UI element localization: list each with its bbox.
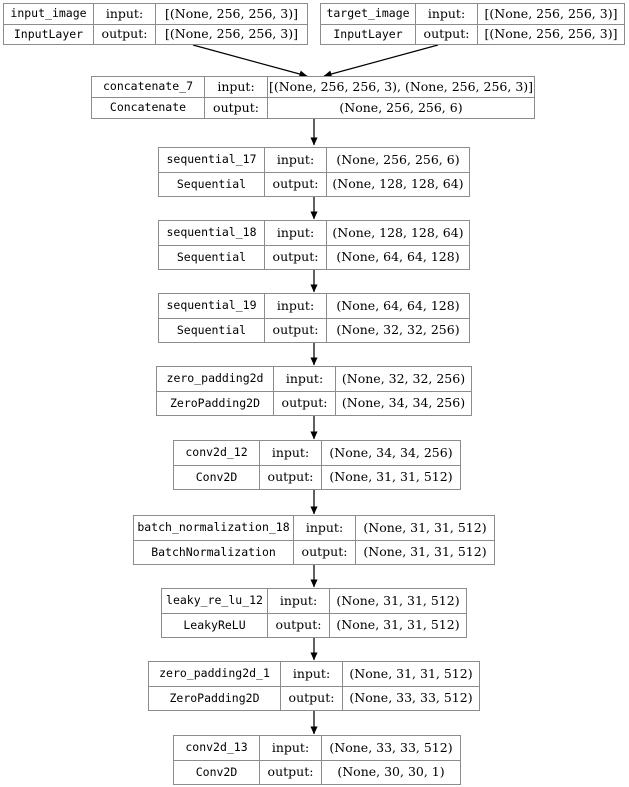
node-sequential_18-class: Sequential <box>159 245 265 269</box>
node-concatenate_7-output-label: output: <box>205 98 268 118</box>
node-zero_padding2d_1-output-label: output: <box>281 686 343 710</box>
node-sequential_18-input-label: input: <box>265 221 327 245</box>
node-zero_padding2d_1[interactable]: zero_padding2d_1 input: (None, 31, 31, 5… <box>148 661 480 711</box>
node-conv2d_13-class: Conv2D <box>174 760 260 784</box>
node-sequential_19-input-shape: (None, 64, 64, 128) <box>336 297 460 313</box>
node-target_image-class: InputLayer <box>321 24 416 44</box>
node-conv2d_13-input-shape: (None, 33, 33, 512) <box>329 739 453 755</box>
node-leaky_re_lu_12-output-shape: (None, 31, 31, 512) <box>336 617 460 632</box>
node-sequential_17[interactable]: sequential_17 input: (None, 256, 256, 6)… <box>158 147 470 197</box>
node-batch_normalization_18-output-label: output: <box>294 540 356 564</box>
node-conv2d_12-input-label: input: <box>260 441 322 465</box>
node-zero_padding2d-input-label: input: <box>274 367 336 391</box>
node-leaky_re_lu_12-name: leaky_re_lu_12 <box>162 589 268 613</box>
node-conv2d_13[interactable]: conv2d_13 input: (None, 33, 33, 512) Con… <box>173 735 461 785</box>
edge-input_image-to-concatenate_7 <box>192 44 308 78</box>
node-sequential_19-class: Sequential <box>159 318 265 342</box>
node-batch_normalization_18[interactable]: batch_normalization_18 input: (None, 31,… <box>133 515 495 565</box>
node-zero_padding2d_1-input-shape: (None, 31, 31, 512) <box>349 665 473 681</box>
node-input_image-name: input_image <box>4 4 94 24</box>
node-batch_normalization_18-class: BatchNormalization <box>134 540 294 564</box>
node-sequential_19-output-label: output: <box>265 318 327 342</box>
node-zero_padding2d_1-name: zero_padding2d_1 <box>149 662 281 686</box>
node-target_image-input-label: input: <box>416 4 478 24</box>
node-sequential_17-name: sequential_17 <box>159 148 265 172</box>
node-concatenate_7-name: concatenate_7 <box>92 77 205 97</box>
node-conv2d_12-output-shape: (None, 31, 31, 512) <box>329 469 453 484</box>
node-sequential_18-name: sequential_18 <box>159 221 265 245</box>
node-batch_normalization_18-input-shape: (None, 31, 31, 512) <box>363 519 487 535</box>
node-zero_padding2d-output-shape: (None, 34, 34, 256) <box>341 395 466 410</box>
node-conv2d_13-output-shape: (None, 30, 30, 1) <box>337 764 445 779</box>
node-leaky_re_lu_12-output-label: output: <box>268 613 330 637</box>
node-sequential_17-input-shape: (None, 256, 256, 6) <box>336 151 460 167</box>
node-sequential_19-output-shape: (None, 32, 32, 256) <box>336 322 460 337</box>
node-conv2d_13-input-label: input: <box>260 736 322 760</box>
node-sequential_19-name: sequential_19 <box>159 294 265 318</box>
node-target_image-name: target_image <box>321 4 416 24</box>
node-zero_padding2d_1-input-label: input: <box>281 662 343 686</box>
node-conv2d_13-output-label: output: <box>260 760 322 784</box>
node-sequential_17-output-shape: (None, 128, 128, 64) <box>332 176 464 191</box>
node-concatenate_7-output-shape: (None, 256, 256, 6) <box>339 99 463 115</box>
node-conv2d_12[interactable]: conv2d_12 input: (None, 34, 34, 256) Con… <box>173 440 461 490</box>
node-target_image-input-shape: [(None, 256, 256, 3)] <box>484 5 618 21</box>
node-zero_padding2d[interactable]: zero_padding2d input: (None, 32, 32, 256… <box>156 366 472 416</box>
node-leaky_re_lu_12-input-label: input: <box>268 589 330 613</box>
node-sequential_18-input-shape: (None, 128, 128, 64) <box>332 224 464 240</box>
node-leaky_re_lu_12[interactable]: leaky_re_lu_12 input: (None, 31, 31, 512… <box>161 588 467 638</box>
node-zero_padding2d-input-shape: (None, 32, 32, 256) <box>341 370 466 386</box>
node-concatenate_7-input-shape: [(None, 256, 256, 3), (None, 256, 256, 3… <box>268 78 534 94</box>
node-conv2d_12-output-label: output: <box>260 465 322 489</box>
node-zero_padding2d-output-label: output: <box>274 391 336 415</box>
node-conv2d_13-name: conv2d_13 <box>174 736 260 760</box>
node-sequential_17-output-label: output: <box>265 172 327 196</box>
node-input_image-input-shape: [(None, 256, 256, 3)] <box>165 5 298 21</box>
node-conv2d_12-class: Conv2D <box>174 465 260 489</box>
node-batch_normalization_18-output-shape: (None, 31, 31, 512) <box>363 544 487 559</box>
node-sequential_17-input-label: input: <box>265 148 327 172</box>
node-sequential_18-output-shape: (None, 64, 64, 128) <box>336 249 460 264</box>
node-zero_padding2d-class: ZeroPadding2D <box>157 391 274 415</box>
node-concatenate_7[interactable]: concatenate_7 input: [(None, 256, 256, 3… <box>91 76 535 119</box>
node-sequential_18[interactable]: sequential_18 input: (None, 128, 128, 64… <box>158 220 470 270</box>
node-input_image-output-label: output: <box>94 24 156 44</box>
node-concatenate_7-input-label: input: <box>205 77 268 97</box>
node-input_image-output-shape: [(None, 256, 256, 3)] <box>165 26 298 41</box>
node-leaky_re_lu_12-input-shape: (None, 31, 31, 512) <box>336 592 460 608</box>
node-target_image-output-shape: [(None, 256, 256, 3)] <box>484 26 618 41</box>
node-conv2d_12-name: conv2d_12 <box>174 441 260 465</box>
node-sequential_18-output-label: output: <box>265 245 327 269</box>
node-sequential_19[interactable]: sequential_19 input: (None, 64, 64, 128)… <box>158 293 470 343</box>
edge-target_image-to-concatenate_7 <box>323 44 439 78</box>
node-conv2d_12-input-shape: (None, 34, 34, 256) <box>329 444 453 460</box>
node-zero_padding2d-name: zero_padding2d <box>157 367 274 391</box>
node-batch_normalization_18-input-label: input: <box>294 516 356 540</box>
node-concatenate_7-class: Concatenate <box>92 98 205 118</box>
node-batch_normalization_18-name: batch_normalization_18 <box>134 516 294 540</box>
node-zero_padding2d_1-class: ZeroPadding2D <box>149 686 281 710</box>
node-target_image[interactable]: target_image input: [(None, 256, 256, 3)… <box>320 3 625 45</box>
node-leaky_re_lu_12-class: LeakyReLU <box>162 613 268 637</box>
node-sequential_19-input-label: input: <box>265 294 327 318</box>
node-input_image-class: InputLayer <box>4 24 94 44</box>
node-target_image-output-label: output: <box>416 24 478 44</box>
node-input_image[interactable]: input_image input: [(None, 256, 256, 3)]… <box>3 3 308 45</box>
node-input_image-input-label: input: <box>94 4 156 24</box>
node-zero_padding2d_1-output-shape: (None, 33, 33, 512) <box>349 690 473 705</box>
node-sequential_17-class: Sequential <box>159 172 265 196</box>
